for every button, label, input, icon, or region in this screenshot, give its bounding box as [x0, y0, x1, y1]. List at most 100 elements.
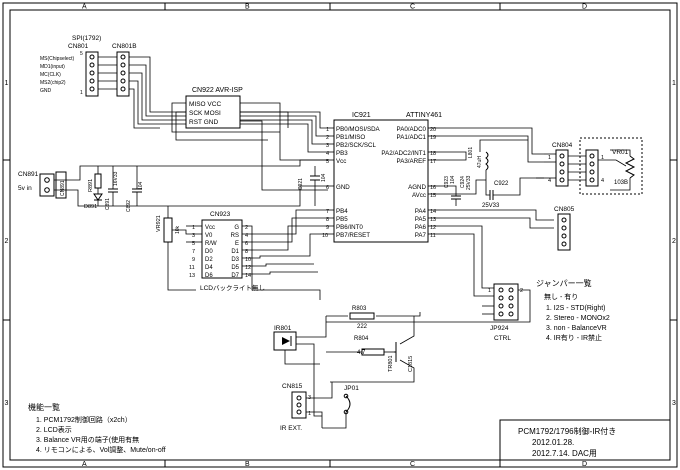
ic-left-pins: PB0/MOSI/SDA PB1/MISO PB2/SCK/SCL PB3 Vc…: [336, 126, 381, 239]
ic-num-7: 7: [326, 209, 329, 215]
ic-pin-gnd: GND: [336, 184, 350, 191]
ic-num-15: 15: [430, 193, 436, 199]
ic-num-18: 18: [430, 151, 436, 157]
r803-resistor: [349, 312, 375, 320]
spi-signal-labels: MS(Chipselect) MD1(input) MC(CLK) MS2(ch…: [40, 56, 75, 94]
ic-pin-pb2: PB2/SCK/SCL: [336, 142, 376, 149]
r804-value: 4.7: [357, 350, 366, 356]
isp-row-1: MISO VCC: [189, 101, 221, 108]
lcd-num-5: 5: [192, 241, 195, 247]
col-label-b-bottom: B: [245, 461, 250, 468]
vr01-outline: [579, 137, 643, 195]
cn923-label: CN923: [210, 211, 231, 218]
ic-pin-pa3: PA3/AREF: [397, 158, 427, 165]
vr921-pot: [163, 217, 173, 243]
col-label-d: D: [582, 4, 587, 11]
jp924-pins: [498, 287, 514, 317]
spi-signal-md1: MD1(input): [40, 64, 65, 70]
ic-num-6: 6: [326, 185, 329, 191]
cn804-pins: [559, 153, 565, 183]
ic-pin-pb1: PB1/MISO: [336, 134, 365, 141]
lcd-num-9: 9: [192, 257, 195, 263]
jp924-connector: [493, 283, 519, 321]
feature-item-1: 1. PCM1792制御回路（x2ch）: [36, 415, 132, 424]
lcd-num-14: 14: [245, 273, 251, 279]
lcd-pin-d7: D7: [231, 273, 239, 279]
lcd-pin-d6: D6: [205, 273, 213, 279]
cn805-label: CN805: [554, 206, 575, 213]
vr01-pin4: 4: [601, 178, 604, 184]
c923-value: 104: [450, 175, 456, 184]
ic-num-1: 1: [326, 127, 329, 133]
lcd-pin-d0: D0: [205, 249, 213, 255]
c891-value: 16V33: [113, 171, 119, 186]
c892-value: 104: [138, 181, 144, 190]
cn815-pin1: 1: [308, 411, 311, 417]
analog-wires: [455, 170, 544, 206]
title-block-title: PCM1792/1796制御-IR付き: [518, 426, 616, 436]
cn815-label: CN815: [282, 383, 303, 390]
lcd-pin-d2: D2: [205, 257, 213, 263]
cn891-pin-a: [44, 177, 50, 183]
spi-signal-ms: MS(Chipselect): [40, 56, 75, 62]
lcd-pin-d3: D3: [231, 257, 239, 263]
ir801-symbol: [282, 337, 290, 345]
ic-pin-avcc: AVcc: [412, 192, 426, 199]
cn805-pins: [561, 217, 567, 247]
ic-num-11: 11: [430, 233, 436, 239]
ic-pin-pa5: PA5: [415, 216, 427, 223]
lcd-pin-vcc: Vcc: [205, 225, 215, 231]
cn815-connector: [291, 391, 307, 419]
spi-signal-gnd: GND: [40, 88, 52, 94]
row-label-2: 2: [5, 238, 9, 245]
cn801b-label: CN801B: [112, 43, 137, 50]
c921-value: 104: [321, 173, 327, 182]
ic-pin-agnd: AGND: [408, 184, 426, 191]
lcd-num-8: 8: [245, 249, 248, 255]
spi-signal-mc: MC(CLK): [40, 72, 61, 78]
jumper-item-1: 1. I2S - STD(Right): [546, 305, 606, 312]
title-block-date2: 2012.7.14. DAC用: [532, 449, 597, 458]
ir801-label: IR801: [274, 325, 292, 332]
lcd-pin-v0: V0: [205, 233, 213, 239]
features-title: 機能一覧: [28, 402, 60, 412]
row-label-3-right: 3: [672, 400, 676, 407]
vr01-value: 103B: [614, 180, 628, 186]
c924-value: 25V33: [466, 175, 472, 190]
ic-ref: IC921: [352, 112, 371, 119]
ic-body: [333, 119, 429, 243]
jumper-title: ジャンパー一覧: [536, 278, 592, 288]
cn891-connector: [39, 173, 55, 197]
title-block: [499, 419, 671, 461]
c891-label: C891: [105, 198, 111, 210]
ic-num-14: 14: [430, 209, 436, 215]
lcd-wires: [167, 206, 328, 300]
ic-pin-pa7: PA7: [415, 232, 427, 239]
cn815-wires: [306, 382, 347, 429]
isp-row-2: SCK MOSI: [189, 110, 221, 117]
jumper-item-2: 2. Stereo - MONOx2: [546, 315, 610, 322]
lcd-num-7: 7: [192, 249, 195, 255]
vr921-label: VR921: [156, 215, 162, 232]
vr01-connector: [585, 149, 599, 187]
jp01-jumper: [345, 395, 351, 413]
inner-frame: [9, 9, 671, 461]
ir-ext-label: IR EXT.: [280, 425, 302, 432]
spi-pins: [89, 54, 126, 92]
jumper-item-4: 4. IR有り - IR禁止: [546, 333, 602, 342]
col-label-a-bottom: A: [82, 461, 87, 468]
cn804-pin1: 1: [548, 155, 551, 161]
spi-title: SPI(1792): [72, 35, 101, 42]
ic-pin-pa4: PA4: [415, 208, 427, 215]
ic-num-4: 4: [326, 151, 329, 157]
col-label-c: C: [410, 4, 415, 11]
lcd-pin-d5: D5: [231, 265, 239, 271]
cn891-alt-connector: [55, 171, 67, 199]
c923-label: C923: [444, 176, 450, 188]
ic-num-16: 16: [430, 185, 436, 191]
r803-value: 222: [357, 324, 368, 330]
tr801-label: TR801: [388, 355, 394, 372]
lcd-pin-e: E: [235, 241, 239, 247]
cn801b-connector: [116, 51, 130, 97]
